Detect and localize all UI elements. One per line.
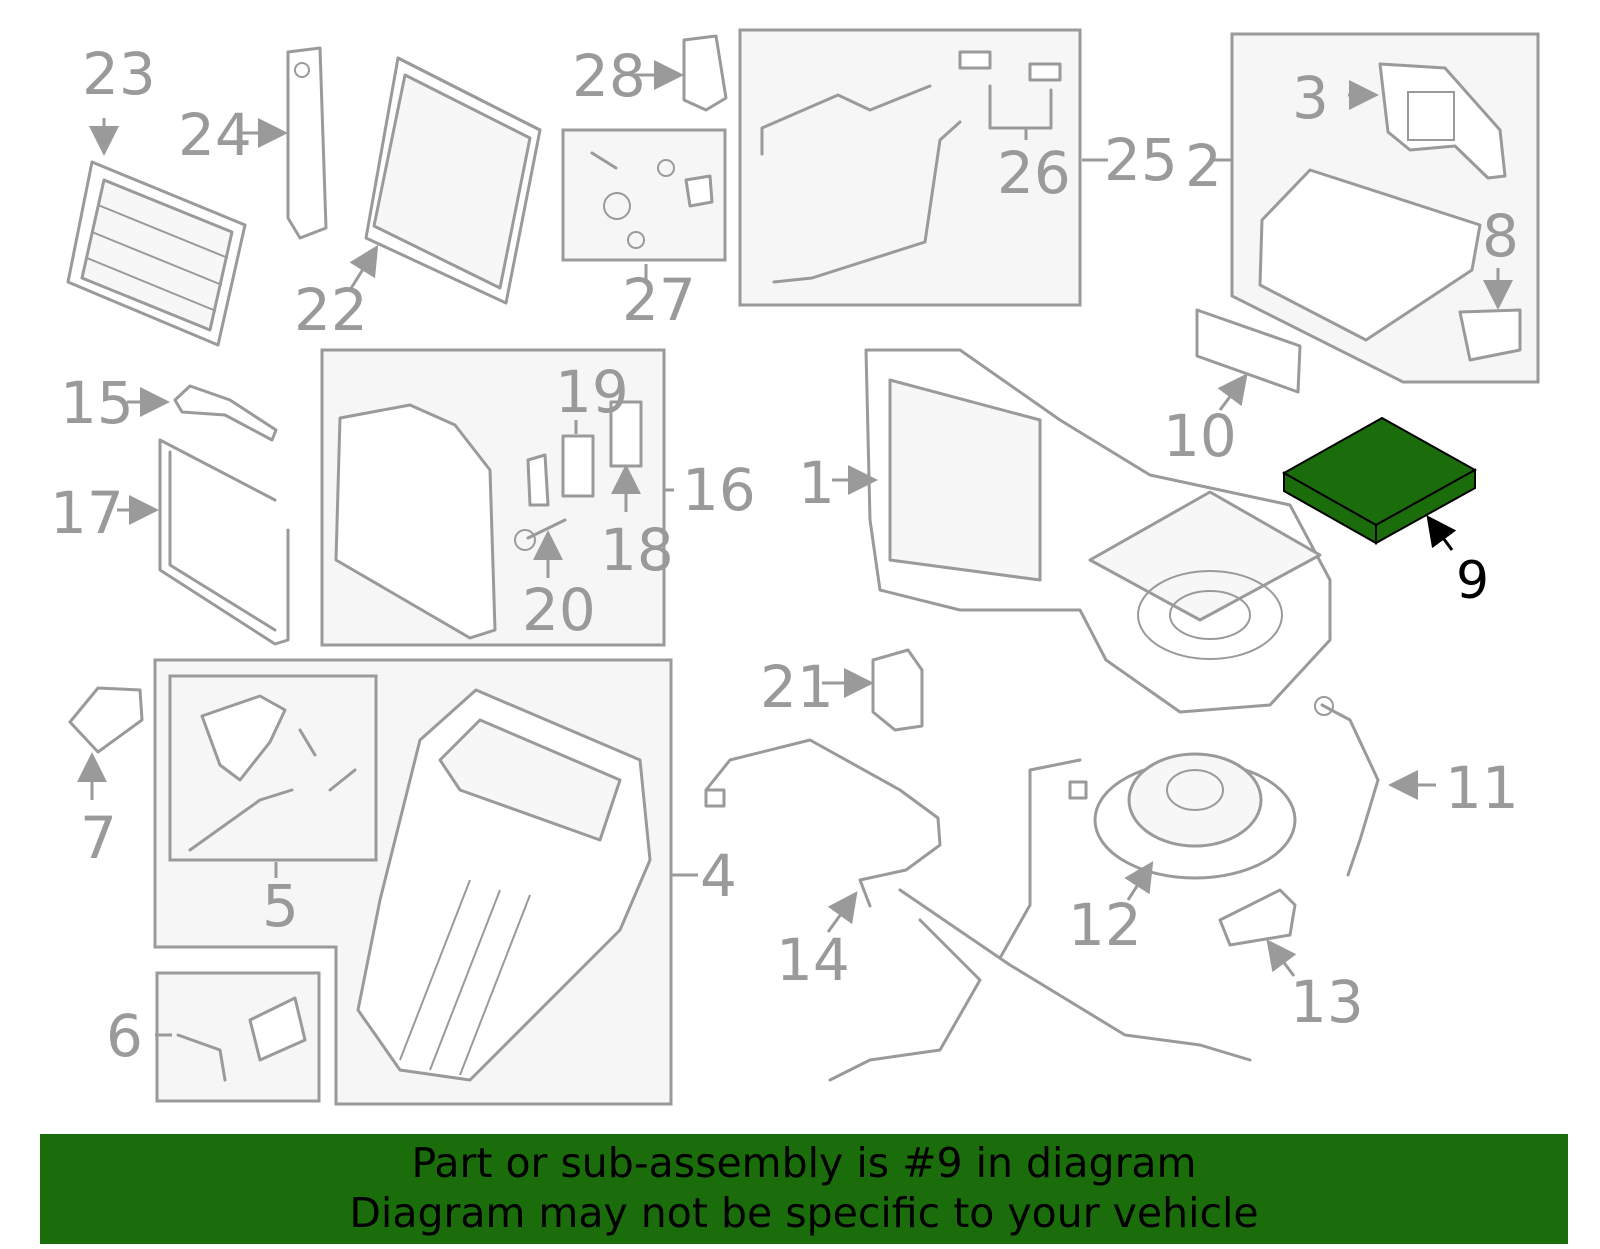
callout-23: 23 bbox=[82, 40, 156, 108]
part-24-bracket bbox=[286, 46, 328, 240]
part-27-fittings bbox=[590, 151, 714, 249]
part-8-actuator bbox=[1458, 308, 1522, 362]
part-2-housing bbox=[1258, 168, 1482, 342]
banner-line-2: Diagram may not be specific to your vehi… bbox=[349, 1189, 1259, 1237]
group-box-25 bbox=[738, 28, 1082, 307]
part-10-flap bbox=[1195, 308, 1302, 394]
callout-22: 22 bbox=[294, 276, 368, 344]
part-15-sensor bbox=[173, 384, 278, 442]
callout-26: 26 bbox=[997, 139, 1071, 207]
callout-25: 25 bbox=[1104, 126, 1178, 194]
callout-12: 12 bbox=[1068, 891, 1142, 959]
callout-19: 19 bbox=[555, 358, 629, 426]
callout-10: 10 bbox=[1163, 402, 1237, 470]
part-14-harness bbox=[704, 738, 942, 908]
part-23-heater-core bbox=[66, 160, 247, 347]
part-19-plate bbox=[561, 434, 595, 498]
part-5-actuator bbox=[200, 694, 287, 782]
callout-6: 6 bbox=[106, 1002, 143, 1070]
callout-1: 1 bbox=[798, 449, 835, 517]
part-16-clip bbox=[526, 453, 550, 507]
part-17-gasket bbox=[158, 438, 290, 646]
part-16-filter-housing bbox=[334, 403, 497, 640]
callout-14: 14 bbox=[776, 926, 850, 994]
callout-8: 8 bbox=[1482, 202, 1519, 270]
callout-9-highlighted: 9 bbox=[1456, 551, 1489, 611]
part-1-hvac-housing bbox=[864, 348, 1332, 714]
part-4-distribution-housing bbox=[356, 688, 652, 1082]
banner-line-1: Part or sub-assembly is #9 in diagram bbox=[411, 1139, 1197, 1187]
callout-27: 27 bbox=[622, 266, 696, 334]
callout-11: 11 bbox=[1445, 754, 1519, 822]
part-7-sensor bbox=[68, 686, 144, 754]
part-13-resistor bbox=[1218, 888, 1297, 947]
part-21-gasket bbox=[871, 648, 924, 732]
callout-15: 15 bbox=[60, 369, 134, 437]
callout-3: 3 bbox=[1292, 64, 1329, 132]
part-12-blower-motor bbox=[1093, 752, 1297, 880]
callout-5: 5 bbox=[262, 872, 299, 940]
callout-21: 21 bbox=[760, 653, 834, 721]
part-25-ac-lines bbox=[760, 50, 1062, 284]
part-6-actuator bbox=[248, 996, 307, 1062]
part-6-link bbox=[176, 1033, 227, 1082]
callout-13: 13 bbox=[1290, 968, 1364, 1036]
part-22-evaporator bbox=[364, 56, 542, 305]
callout-28: 28 bbox=[572, 42, 646, 110]
callout-18: 18 bbox=[600, 516, 674, 584]
part-18-valve bbox=[609, 400, 643, 468]
part-28-sensor bbox=[682, 34, 728, 112]
callout-7: 7 bbox=[80, 804, 117, 872]
callout-16: 16 bbox=[682, 456, 756, 524]
callout-17: 17 bbox=[50, 479, 124, 547]
info-banner: Part or sub-assembly is #9 in diagram Di… bbox=[40, 1134, 1568, 1244]
callout-4: 4 bbox=[700, 842, 737, 910]
callout-24: 24 bbox=[178, 101, 252, 169]
callout-20: 20 bbox=[522, 576, 596, 644]
part-11-hose bbox=[1320, 703, 1380, 877]
part-9-cabin-air-filter bbox=[1281, 416, 1478, 545]
callout-2: 2 bbox=[1185, 132, 1222, 200]
